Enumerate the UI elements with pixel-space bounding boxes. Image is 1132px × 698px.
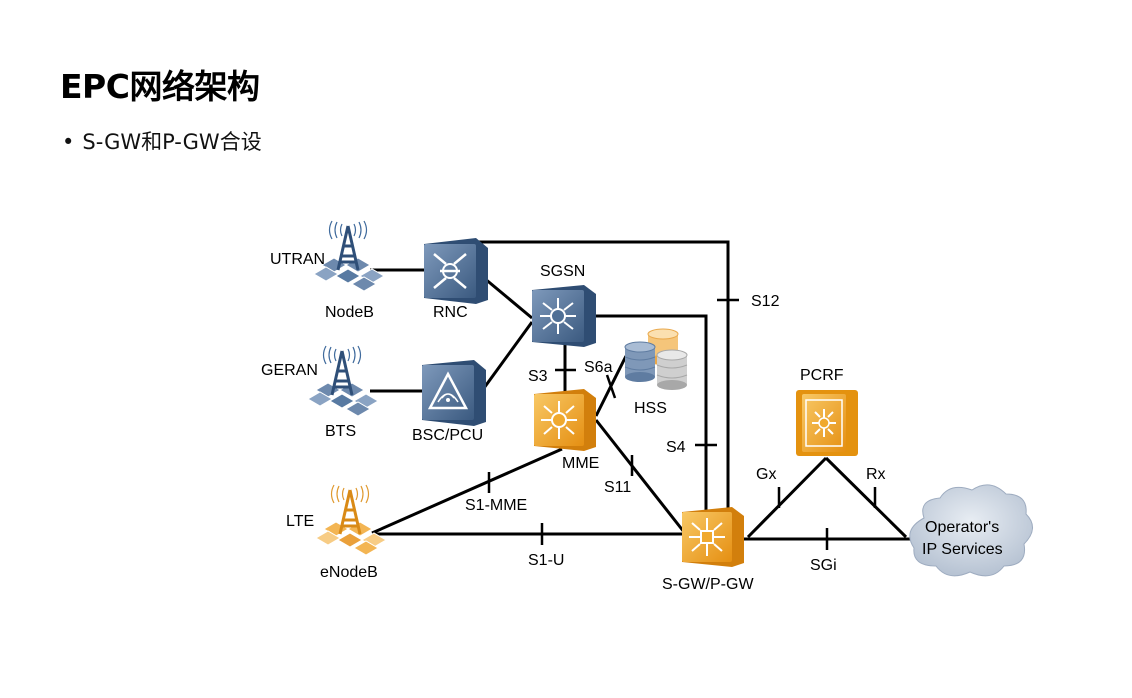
connection-lines — [370, 240, 912, 541]
label-s11: S11 — [604, 479, 631, 496]
link-rx — [824, 456, 908, 539]
hss-database-icon — [624, 328, 688, 390]
label-lte: LTE — [286, 513, 314, 530]
rnc-device-icon — [424, 238, 488, 304]
bullet-item: • S-GW和P-GW合设 — [62, 126, 262, 156]
pcrf-device-icon — [796, 390, 858, 456]
label-rx: Rx — [866, 466, 886, 483]
label-mme: MME — [562, 455, 599, 472]
label-utran: UTRAN — [270, 251, 325, 268]
label-s1-u: S1-U — [528, 552, 564, 569]
label-rnc: RNC — [433, 304, 468, 321]
bsc-pcu-device-icon — [422, 360, 486, 426]
label-s3: S3 — [528, 368, 548, 385]
interface-ticks — [487, 298, 877, 550]
tick-s6a — [605, 374, 617, 399]
label-sgi: SGi — [810, 557, 837, 574]
hss-disk-gray — [656, 349, 688, 390]
label-geran: GERAN — [261, 362, 318, 379]
label-s4: S4 — [666, 439, 686, 456]
label-operator-line2: IP Services — [922, 541, 1003, 558]
bullet-dot-icon: • — [62, 130, 75, 154]
nodeb-tower-icon — [313, 220, 385, 292]
sgw-pgw-device-icon — [682, 507, 744, 567]
label-bts: BTS — [325, 423, 356, 440]
link-s4 — [594, 314, 708, 512]
label-sgw-pgw: S-GW/P-GW — [662, 576, 754, 593]
mme-device-icon — [534, 389, 596, 451]
bts-tower-icon — [307, 345, 379, 417]
page-title: EPC网络架构 — [60, 67, 260, 106]
label-nodeb: NodeB — [325, 304, 374, 321]
link-gx — [746, 456, 828, 539]
label-operator-line1: Operator's — [925, 519, 999, 536]
label-sgsn: SGSN — [540, 263, 585, 280]
link-s11 — [594, 419, 686, 533]
label-s6a: S6a — [584, 359, 613, 376]
operator-ip-services-cloud-icon — [909, 484, 1033, 577]
link-rnc-sgsn — [483, 276, 533, 320]
bullet-text: S-GW和P-GW合设 — [82, 130, 262, 154]
label-gx: Gx — [756, 466, 776, 483]
link-s1-mme — [371, 447, 563, 535]
label-enodeb: eNodeB — [320, 564, 378, 581]
label-s1-mme: S1-MME — [465, 497, 527, 514]
label-bsc-pcu: BSC/PCU — [412, 427, 483, 444]
enodeb-tower-icon — [315, 484, 387, 556]
sgsn-device-icon — [532, 285, 596, 347]
label-s12: S12 — [751, 293, 780, 310]
interface-labels: S12 S3 S6a S4 S11 S1-MME S1-U Gx Rx SGi — [465, 293, 886, 574]
label-hss: HSS — [634, 400, 667, 417]
label-pcrf: PCRF — [800, 367, 844, 384]
hss-disk-blue — [624, 341, 656, 382]
link-bsc-sgsn — [482, 321, 534, 389]
node-labels: UTRAN NodeB RNC GERAN BTS BSC/PCU SGSN M… — [261, 251, 1003, 593]
link-s12 — [458, 240, 730, 514]
